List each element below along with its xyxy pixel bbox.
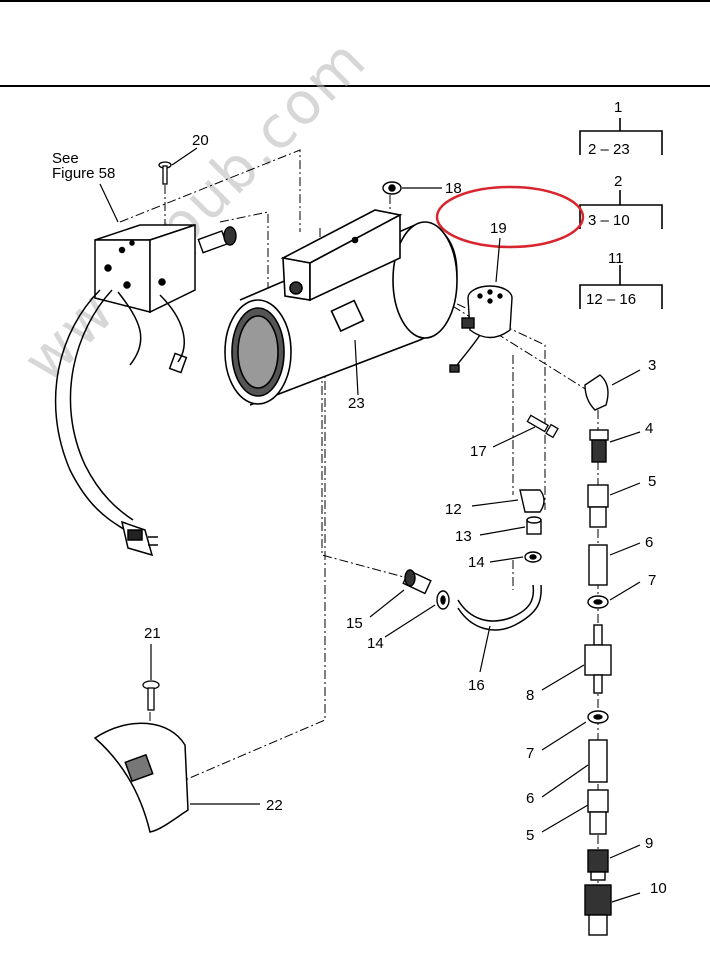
tree-parent-2: 2	[614, 173, 622, 190]
callout-6a: 6	[645, 534, 653, 551]
callout-18: 18	[445, 180, 462, 197]
callout-leaders	[150, 147, 641, 903]
screw-21	[142, 680, 160, 711]
ring-14b	[436, 590, 450, 610]
callout-5a: 5	[648, 473, 656, 490]
tree-range-11: 12 – 16	[586, 291, 636, 308]
plug	[120, 520, 158, 557]
callout-22: 22	[266, 797, 283, 814]
guard-22	[93, 722, 189, 833]
callout-13: 13	[455, 528, 472, 545]
ring-14a	[524, 551, 542, 563]
callout-8: 8	[526, 687, 534, 704]
callout-3: 3	[648, 357, 656, 374]
connector-15	[402, 569, 432, 595]
callout-15: 15	[346, 615, 363, 632]
see-figure-label: Figure 58	[52, 165, 115, 182]
screw-20	[158, 161, 172, 185]
valve-19	[449, 285, 513, 373]
callout-14b: 14	[367, 635, 384, 652]
callout-23: 23	[348, 395, 365, 412]
callout-7a: 7	[648, 572, 656, 589]
tree-parent-11: 11	[608, 250, 624, 267]
tree-range-2: 3 – 10	[588, 212, 630, 229]
junction-box	[94, 223, 196, 314]
callout-19: 19	[490, 220, 507, 237]
highlight-ellipse	[435, 185, 585, 249]
bolt-17	[526, 414, 559, 439]
callout-17: 17	[470, 443, 487, 460]
callout-7b: 7	[526, 745, 534, 762]
callout-21: 21	[144, 625, 161, 642]
callout-4: 4	[645, 420, 653, 437]
tree-range-1: 2 – 23	[588, 141, 630, 158]
fuel-line-stack	[584, 374, 612, 936]
connector	[197, 226, 237, 254]
tree-parent-1: 1	[614, 99, 622, 116]
callout-9: 9	[645, 835, 653, 852]
hose-16	[457, 584, 542, 631]
callout-5b: 5	[526, 827, 534, 844]
see-label: See	[52, 150, 79, 167]
callout-20: 20	[192, 132, 209, 149]
elbow-12	[519, 489, 545, 513]
callout-10: 10	[650, 880, 667, 897]
callout-6b: 6	[526, 790, 534, 807]
callout-12: 12	[445, 501, 462, 518]
callout-16: 16	[468, 677, 485, 694]
power-cord	[54, 289, 188, 531]
fitting-13	[526, 516, 542, 535]
assembly-tree	[579, 118, 663, 309]
heater-body	[224, 209, 458, 406]
callout-14a: 14	[468, 554, 485, 571]
nut-18	[382, 181, 402, 195]
